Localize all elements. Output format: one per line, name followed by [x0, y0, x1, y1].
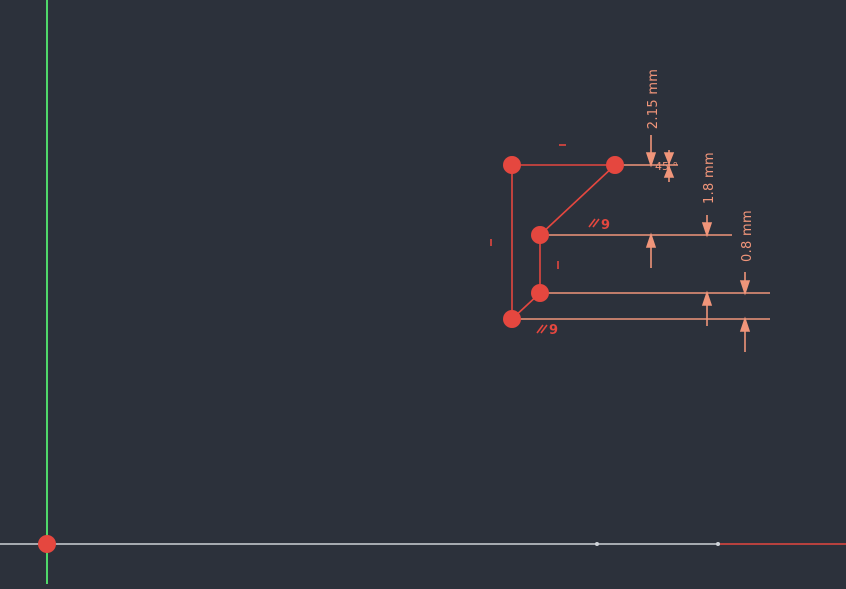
dimension-arrow-d2-lower [701, 290, 713, 306]
dimension-arrow-d2 [701, 222, 713, 238]
dimension-arrow-d3-lower [739, 316, 751, 332]
axis-point[interactable] [716, 542, 720, 546]
vertex[interactable] [503, 156, 521, 174]
axis-point[interactable] [595, 542, 599, 546]
parallel-constraint-icon[interactable] [536, 324, 548, 334]
angle-arrow-top [663, 152, 675, 166]
dimension-lines [512, 135, 770, 352]
sketch-profile[interactable] [511, 164, 616, 320]
origin-point[interactable] [38, 535, 56, 553]
angle-arrow-bottom [663, 164, 675, 178]
vertex[interactable] [606, 156, 624, 174]
parallel-constraint-icon[interactable] [588, 218, 600, 228]
dimension-arrow-d1 [645, 152, 657, 168]
vertex[interactable] [531, 226, 549, 244]
parallel-constraint-label: 9 [549, 323, 558, 338]
dimension-arrow-d3 [739, 280, 751, 296]
sketch-vertices[interactable] [503, 156, 624, 328]
dimension-arrow-d1-lower [645, 232, 657, 248]
constraint-glyphs [490, 144, 600, 334]
dimension-label-d3[interactable]: 0.8 mm [740, 210, 755, 262]
dimension-label-d2[interactable]: 1.8 mm [702, 152, 717, 204]
profile-edge-chamfer[interactable] [539, 164, 616, 236]
angle-dimension-label[interactable]: 45 ° [655, 160, 678, 173]
vertex[interactable] [503, 310, 521, 328]
vertex[interactable] [531, 284, 549, 302]
parallel-constraint-label: 9 [601, 218, 610, 233]
dimension-label-d1[interactable]: 2.15 mm [646, 69, 661, 130]
